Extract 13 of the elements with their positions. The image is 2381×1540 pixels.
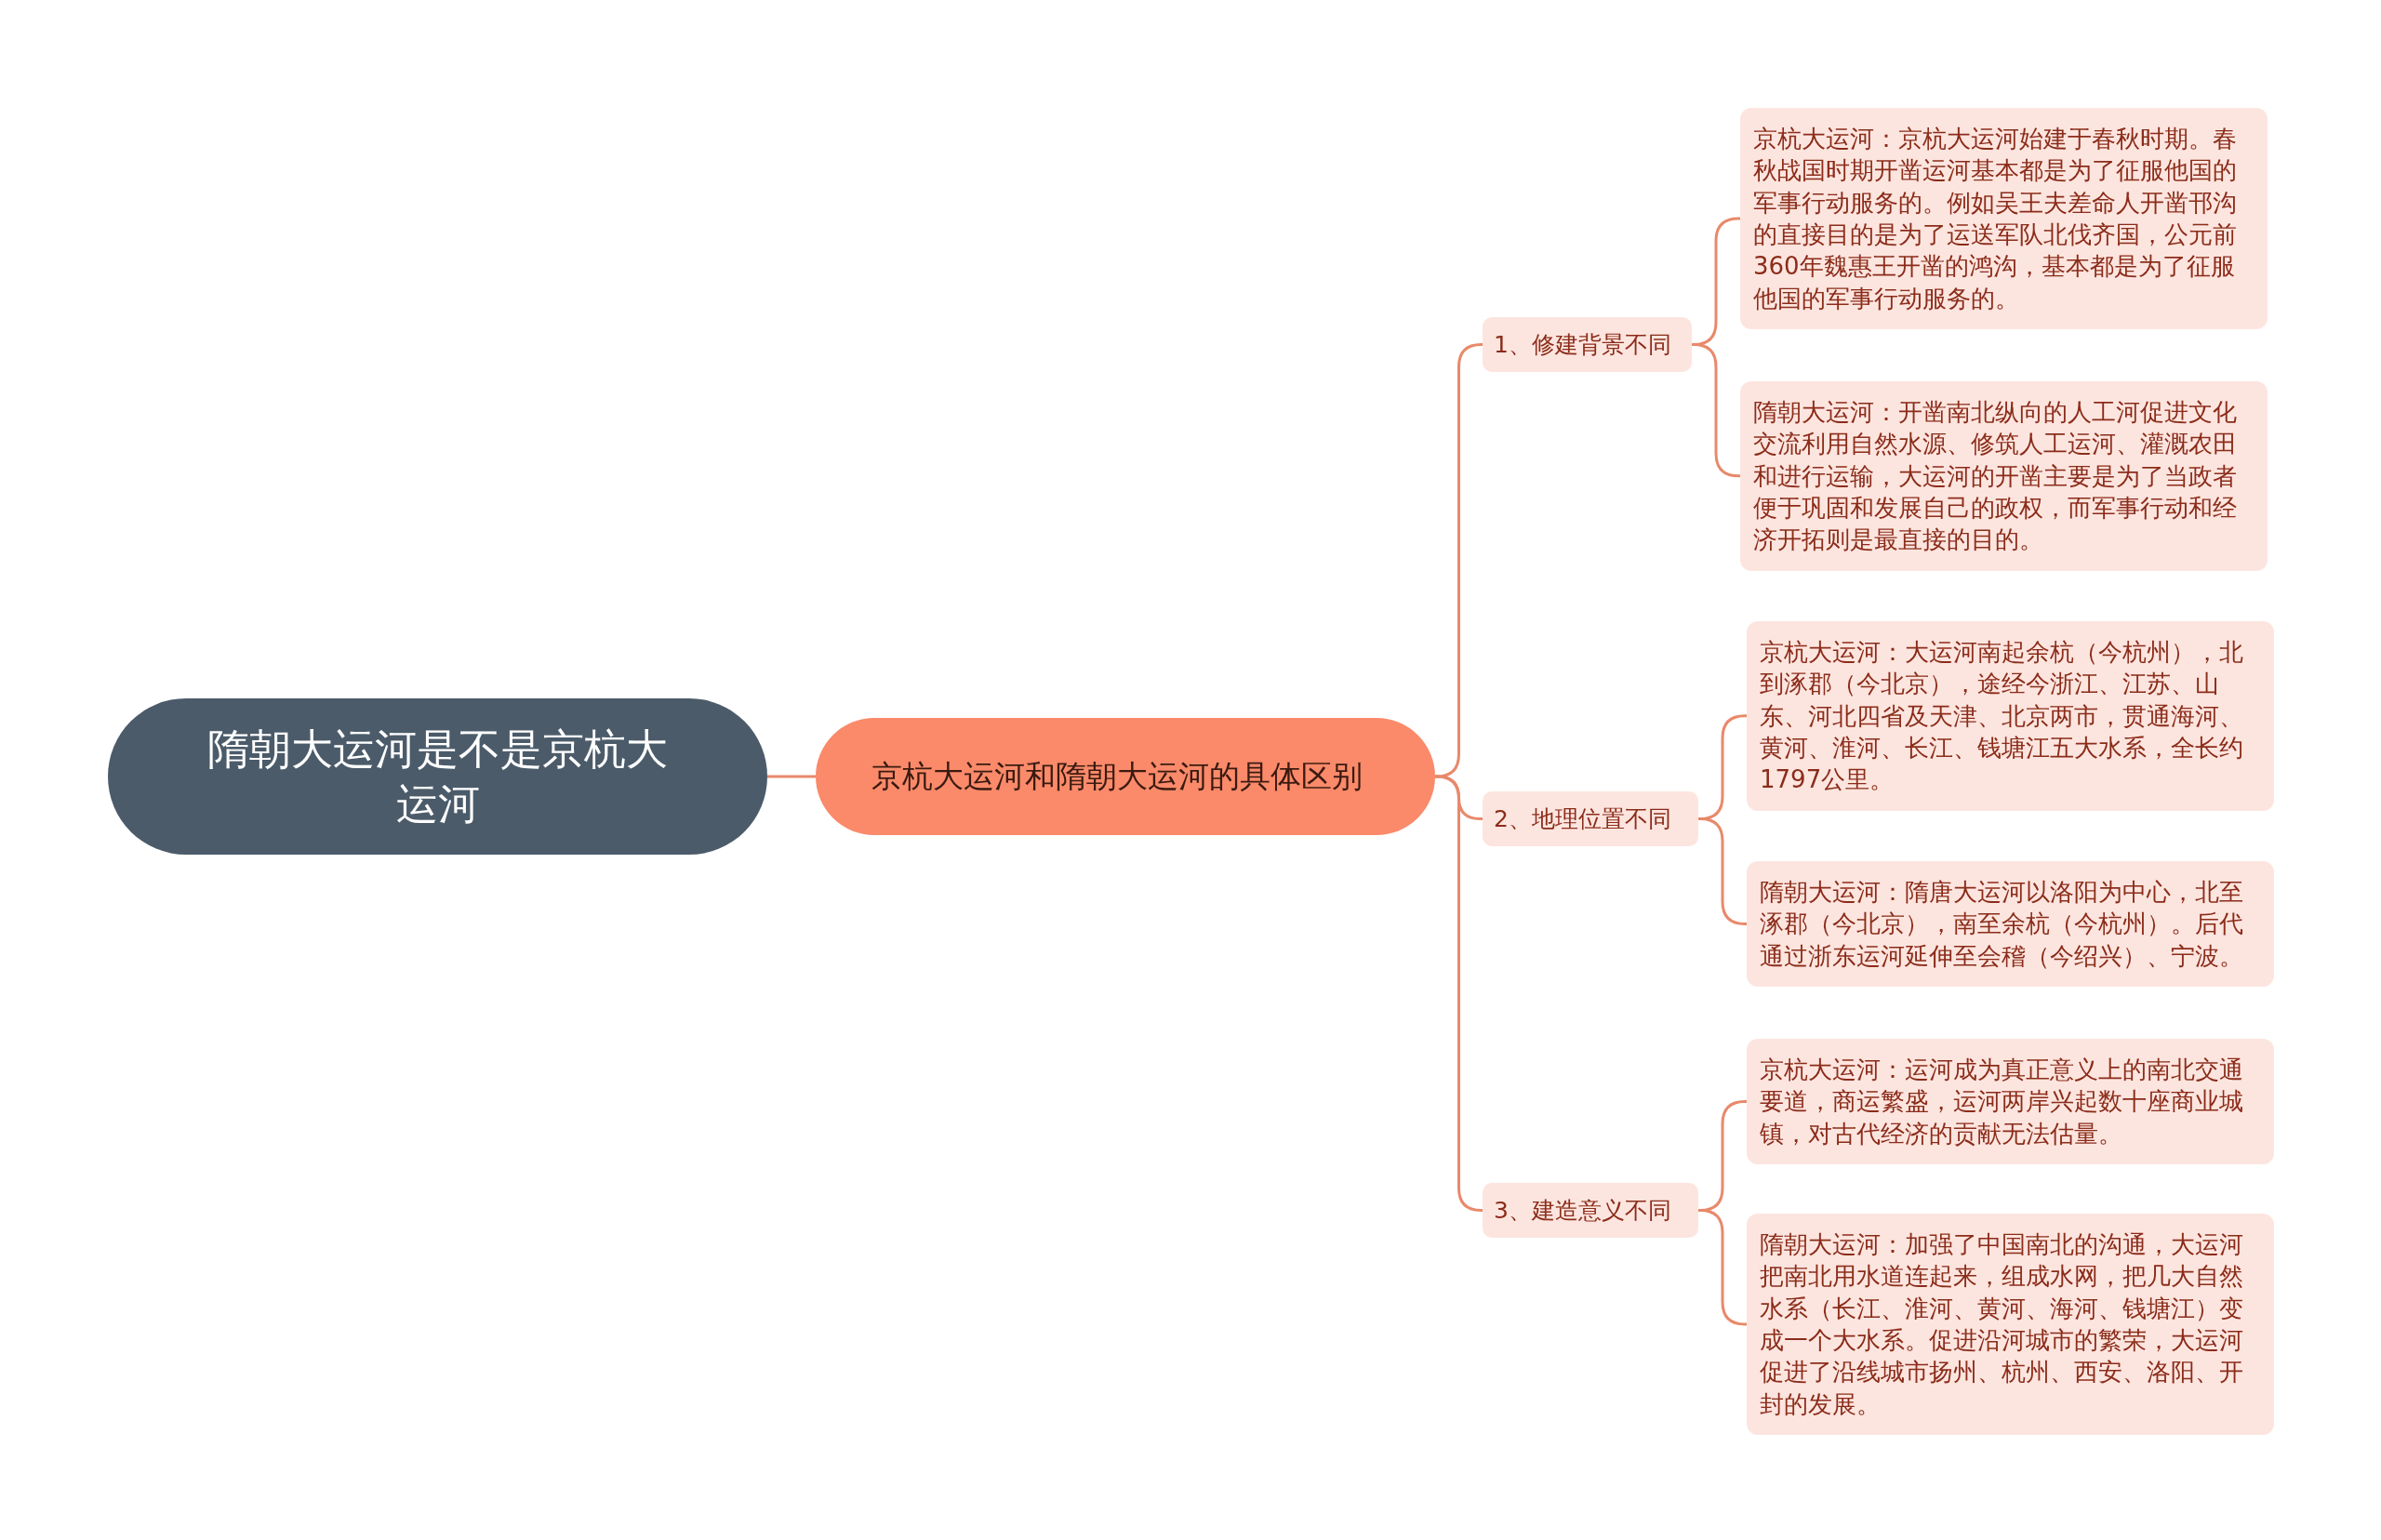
- note-box: 隋朝大运河：加强了中国南北的沟通，大运河把南北用水道连起来，组成水网，把几大自然水系（长江、淮河、黄河、海河、钱塘江）变成一个大水系。促进沿河城市的繁荣，大运河促进了沿线城市扬州、杭州、西安、洛阳、开封的发展。: [1747, 1214, 2274, 1435]
- root-topic-box: 隋朝大运河是不是京杭大运河: [108, 698, 767, 855]
- connector-line: [767, 775, 816, 778]
- note-box: 京杭大运河：运河成为真正意义上的南北交通要道，商运繁盛，运河两岸兴起数十座商业城镇，对古代经济的贡献无法估量。: [1747, 1039, 2274, 1164]
- subtopic-box: 3、建造意义不同: [1483, 1183, 1698, 1238]
- note-box: 京杭大运河：大运河南起余杭（今杭州），北到涿郡（今北京），途经今浙江、江苏、山东、河北四省及天津、北京两市，贯通海河、黄河、淮河、长江、钱塘江五大水系，全长约1797公里。: [1747, 621, 2274, 811]
- note-box: 京杭大运河：京杭大运河始建于春秋时期。春秋战国时期开凿运河基本都是为了征服他国的军事行动服务的。例如吴王夫差命人开凿邗沟的直接目的是为了运送军队北伐齐国，公元前360年魏惠王开凿的鸿沟，基本都是为了征服他国的军事行动服务的。: [1740, 108, 2268, 329]
- topic-box: 京杭大运河和隋朝大运河的具体区别: [816, 718, 1435, 835]
- note-box: 隋朝大运河：隋唐大运河以洛阳为中心，北至涿郡（今北京），南至余杭（今杭州）。后代通过浙东运河延伸至会稽（今绍兴）、宁波。: [1747, 861, 2274, 987]
- note-box: 隋朝大运河：开凿南北纵向的人工河促进文化交流利用自然水源、修筑人工运河、灌溉农田和进行运输，大运河的开凿主要是为了当政者便于巩固和发展自己的政权，而军事行动和经济开拓则是最直接的目的。: [1740, 381, 2268, 571]
- subtopic-box: 1、修建背景不同: [1483, 317, 1692, 372]
- connector-line: [1698, 817, 1747, 925]
- subtopic-box: 2、地理位置不同: [1483, 791, 1698, 846]
